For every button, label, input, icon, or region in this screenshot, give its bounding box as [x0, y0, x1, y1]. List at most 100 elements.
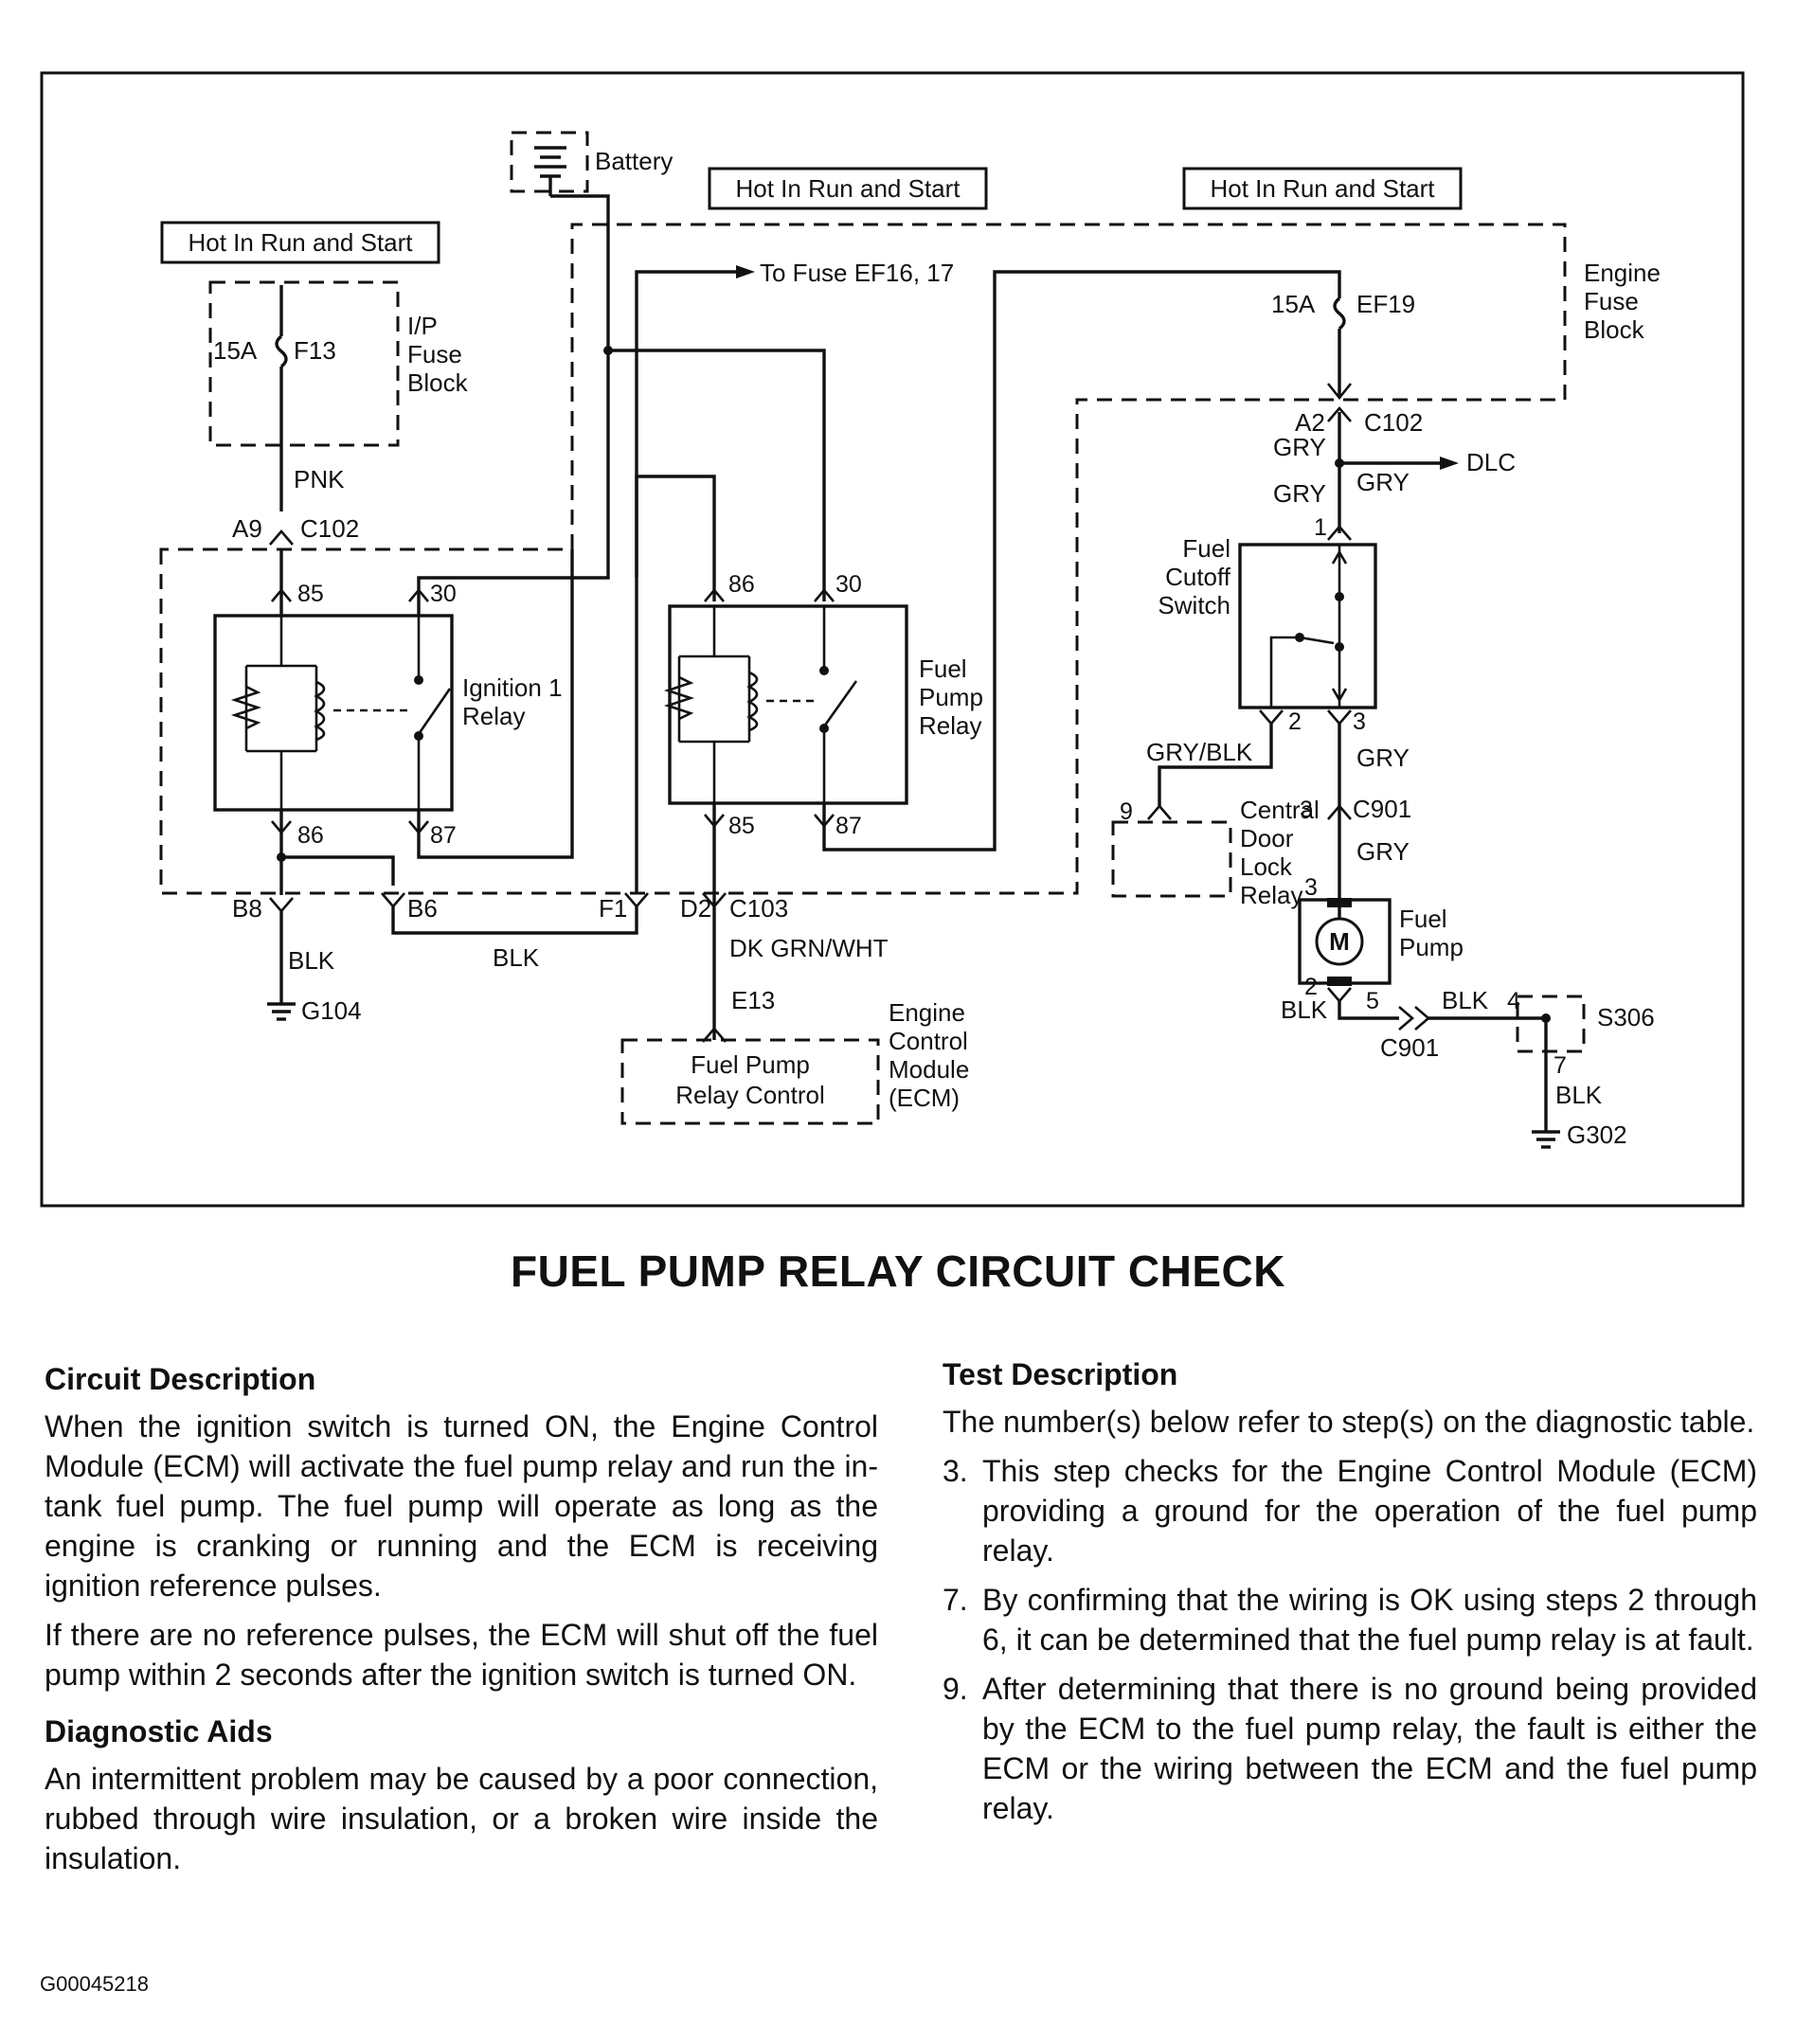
wire-blk-label-3: BLK [1281, 995, 1328, 1024]
pin-2b-symbol [1327, 987, 1352, 1003]
ign-relay-resistor [230, 685, 262, 730]
connector-c901-b-symbol-2 [1414, 1006, 1430, 1031]
wire-blk-label-5: BLK [1555, 1081, 1603, 1109]
pin-1-label: 1 [1314, 514, 1327, 541]
test-step-text: By confirming that the wiring is OK usin… [982, 1583, 1757, 1657]
connector-b8-symbol [269, 897, 294, 913]
fuel-pump-label-1: Fuel [1399, 905, 1447, 933]
pin-3b-label: 3 [1300, 797, 1313, 823]
wire-fp87-ef19 [822, 270, 1341, 852]
fp-relay-resistor [663, 675, 695, 721]
pin-5-label: 5 [1366, 988, 1379, 1014]
wire-blk-label-4: BLK [1442, 986, 1489, 1014]
connector-a9-label: A9 [232, 514, 262, 543]
cutoff-switch-blade [1299, 636, 1335, 645]
diagnostic-aids-para-1: An intermittent problem may be caused by… [45, 1762, 878, 1875]
pin-86-fp-symbol [704, 587, 725, 602]
hot-in-run-box-right [1182, 167, 1463, 210]
test-step-text: This step checks for the Engine Control … [982, 1454, 1757, 1568]
connector-f1-label: F1 [599, 894, 627, 923]
wire-gry-label-2: GRY [1356, 468, 1410, 496]
fp-relay-label-2: Pump [919, 683, 983, 711]
pin-3-symbol [1327, 709, 1352, 726]
pin-3-label: 3 [1353, 708, 1366, 735]
connector-c103-label: C103 [729, 894, 788, 923]
fuel-pump-label-2: Pump [1399, 933, 1464, 961]
connector-a2-symbol [1327, 406, 1352, 422]
fuel-pump-terminal-bottom [1327, 977, 1352, 986]
ign-relay-switch-blade [417, 688, 452, 735]
pin-86-fp: 86 [728, 571, 755, 598]
connector-e13-symbol [702, 1027, 727, 1043]
fuse-ef19-name: EF19 [1356, 290, 1415, 318]
hot-in-run-label-left: Hot In Run and Start [188, 228, 413, 257]
cutoff-switch-arrow-down [1331, 688, 1348, 703]
wire-dkgrn-label: DK GRN/WHT [729, 934, 889, 962]
pin-9-label: 9 [1120, 798, 1133, 825]
pin-85-ign: 85 [297, 581, 324, 607]
ground-g104-label: G104 [301, 996, 362, 1025]
fp-relay-coil [746, 671, 759, 732]
ign-relay-label-2: Relay [462, 702, 525, 730]
pin-2b-label: 2 [1304, 974, 1318, 1000]
pin-85-fp: 85 [728, 813, 755, 839]
connector-a9-symbol [269, 529, 294, 546]
hot-in-run-box-left [160, 221, 440, 264]
ign-relay-contact-1 [414, 675, 423, 685]
diagnostic-aids-heading: Diagnostic Aids [45, 1714, 273, 1748]
connector-f1-symbol [624, 892, 649, 908]
fp-relay-switch-blade [822, 680, 858, 727]
pin-30-ign: 30 [430, 581, 457, 607]
fuel-cutoff-switch-box [1238, 543, 1377, 709]
pin-87-fp: 87 [835, 813, 862, 839]
wire-gry-label-1: GRY [1273, 433, 1326, 461]
fp-relay-label-3: Relay [919, 711, 981, 740]
figure-id: G00045218 [40, 1972, 149, 1996]
wire-gry-label-5: GRY [1356, 837, 1410, 866]
pin-7-label: 7 [1554, 1052, 1567, 1079]
pin-30-ign-symbol [408, 587, 429, 602]
ecm-label-4: (ECM) [889, 1084, 960, 1112]
wire-ign86-b6 [281, 855, 395, 886]
engine-fuse-block-label-3: Block [1584, 315, 1645, 344]
fuse-relay-box-outline [159, 223, 1567, 895]
left-column: Circuit Description When the ignition sw… [45, 1359, 878, 1888]
connector-c901-a-label: C901 [1353, 795, 1411, 823]
wire-gry-label-3: GRY [1273, 479, 1326, 508]
pin-86-ign: 86 [297, 822, 324, 849]
wire-battery [550, 194, 610, 350]
connector-d2-symbol [702, 892, 727, 908]
cutoff-switch-branch [1269, 636, 1300, 708]
engine-fuse-block-label-1: Engine [1584, 259, 1661, 287]
connector-c102-left-label: C102 [300, 514, 359, 543]
splice-s306-label: S306 [1597, 1003, 1655, 1031]
connector-d2-label: D2 [680, 894, 711, 923]
cdl-label-3: Lock [1240, 852, 1293, 881]
ign-relay-label-1: Ignition 1 [462, 673, 563, 702]
pin-87-ign: 87 [430, 822, 457, 849]
ecm-outline [620, 1038, 880, 1125]
wire-blk-label-1: BLK [288, 946, 335, 975]
fuel-pump-terminal-top [1327, 898, 1352, 907]
fp-relay-contact-1 [819, 666, 829, 675]
arrow-to-fuse [736, 265, 755, 278]
page-title: FUEL PUMP RELAY CIRCUIT CHECK [511, 1246, 1285, 1296]
wire-pnk-label: PNK [294, 465, 345, 493]
ground-g302-label: G302 [1567, 1121, 1627, 1149]
ip-fuse-block-label-1: I/P [407, 312, 438, 340]
dlc-label: DLC [1466, 448, 1516, 476]
connector-b6-label: B6 [407, 894, 438, 923]
wiring-diagram: Hot In Run and Start I/P Fuse Block 15A … [40, 71, 1745, 1208]
pin-30-fp: 30 [835, 571, 862, 598]
ip-fuse-block-label-3: Block [407, 368, 469, 397]
fuse-ef19-rating: 15A [1271, 290, 1316, 318]
ign-relay-coil [314, 680, 326, 742]
connector-c901-b-symbol [1398, 1006, 1414, 1031]
pin-85-ign-symbol [271, 587, 292, 602]
fuel-pump-motor-icon [1315, 917, 1364, 966]
cutoff-label-1: Fuel [1182, 534, 1230, 563]
connector-c901-a-symbol [1327, 804, 1352, 820]
connector-e13-label: E13 [731, 986, 775, 1014]
pin-2-symbol [1259, 709, 1284, 726]
diagram-border [40, 71, 1745, 1208]
